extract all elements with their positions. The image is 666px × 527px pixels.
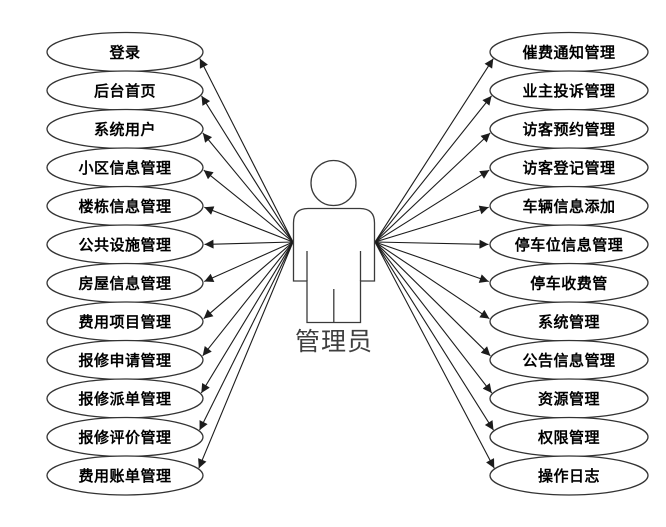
usecase-left-3: 小区信息管理 [46,147,204,188]
usecase-label: 催费通知管理 [522,44,615,62]
association-arrows [198,58,495,469]
usecase-label: 报修申请管理 [78,352,171,370]
association-arrow-left-3 [203,169,294,243]
actor-administrator [292,159,376,324]
usecase-ellipse [46,455,204,496]
association-arrow-right-5 [374,239,489,249]
usecase-left-1: 后台首页 [46,70,204,111]
association-arrow-left-2 [202,132,294,243]
usecase-label: 停车收费管 [530,275,608,293]
usecase-left-2: 系统用户 [46,108,204,150]
usecase-right-6: 停车收费管 [489,262,649,304]
usecase-label: 报修评价管理 [78,429,171,447]
association-arrow-left-5 [204,239,294,249]
association-arrow-right-6 [374,241,489,283]
association-arrow-right-0 [374,58,494,243]
association-arrow-left-9 [200,241,294,394]
usecase-label: 报修派单管理 [78,390,171,408]
actor-label: 管理员 [295,327,373,356]
usecase-ellipse [489,455,649,496]
association-arrow-left-1 [201,95,294,243]
actor-body [292,207,376,324]
association-arrow-left-10 [199,241,294,431]
usecase-right-7: 系统管理 [489,301,649,342]
usecase-label: 房屋信息管理 [78,275,171,293]
association-arrow-left-11 [198,241,294,469]
usecase-left-8: 报修申请管理 [46,339,204,381]
usecase-label: 费用项目管理 [78,313,171,331]
usecase-label: 业主投诉管理 [522,82,615,100]
usecase-label: 访客登记管理 [522,159,615,177]
usecase-label: 登录 [108,44,140,62]
left-usecase-column: 登录后台首页系统用户小区信息管理楼栋信息管理公共设施管理房屋信息管理费用项目管理… [46,31,204,496]
association-arrow-right-1 [374,95,492,243]
association-arrow-right-7 [374,241,490,320]
association-arrow-right-2 [374,132,491,243]
usecase-left-11: 费用账单管理 [46,455,204,496]
usecase-label: 系统管理 [538,313,600,331]
usecase-left-10: 报修评价管理 [46,416,204,458]
association-arrow-left-7 [203,241,294,320]
usecase-label: 停车位信息管理 [515,236,624,254]
usecase-left-4: 楼栋信息管理 [46,185,204,227]
association-arrow-right-3 [374,169,490,243]
association-arrow-left-4 [204,206,294,243]
usecase-label: 费用账单管理 [78,467,171,485]
usecase-label: 楼栋信息管理 [78,198,171,216]
usecase-right-0: 催费通知管理 [489,31,649,73]
association-arrow-right-11 [374,241,495,469]
usecase-label: 后台首页 [94,82,156,100]
usecase-right-8: 公告信息管理 [489,339,649,381]
usecase-right-4: 车辆信息添加 [489,185,649,227]
usecase-right-11: 操作日志 [489,455,649,496]
association-arrow-right-4 [374,205,489,243]
usecase-right-10: 权限管理 [489,416,649,458]
usecase-right-1: 业主投诉管理 [489,70,649,111]
usecase-label: 权限管理 [537,429,600,447]
usecase-right-5: 停车位信息管理 [489,224,649,265]
usecase-label: 公告信息管理 [522,352,615,370]
usecase-label: 资源管理 [538,390,600,408]
actor-head [310,159,357,207]
usecase-left-7: 费用项目管理 [46,301,204,342]
usecase-left-0: 登录 [46,31,204,73]
association-arrow-left-8 [202,241,294,357]
usecase-label: 小区信息管理 [78,159,171,177]
right-usecase-column: 催费通知管理业主投诉管理访客预约管理访客登记管理车辆信息添加停车位信息管理停车收… [489,31,649,496]
usecase-label: 访客预约管理 [522,121,615,139]
usecase-label: 操作日志 [538,467,600,485]
usecase-left-5: 公共设施管理 [46,224,204,265]
association-arrow-left-6 [204,241,294,283]
association-arrow-right-9 [374,241,493,394]
usecase-label: 系统用户 [94,121,156,139]
usecase-label: 公共设施管理 [78,236,171,254]
usecase-right-9: 资源管理 [489,378,649,419]
association-arrow-right-8 [374,241,491,357]
usecase-left-9: 报修派单管理 [46,378,204,419]
usecase-left-6: 房屋信息管理 [46,262,204,304]
usecase-right-2: 访客预约管理 [489,108,649,150]
usecase-right-3: 访客登记管理 [489,147,649,188]
usecase-label: 车辆信息添加 [522,198,615,216]
association-arrow-right-10 [374,241,494,431]
association-arrow-left-0 [199,58,294,243]
